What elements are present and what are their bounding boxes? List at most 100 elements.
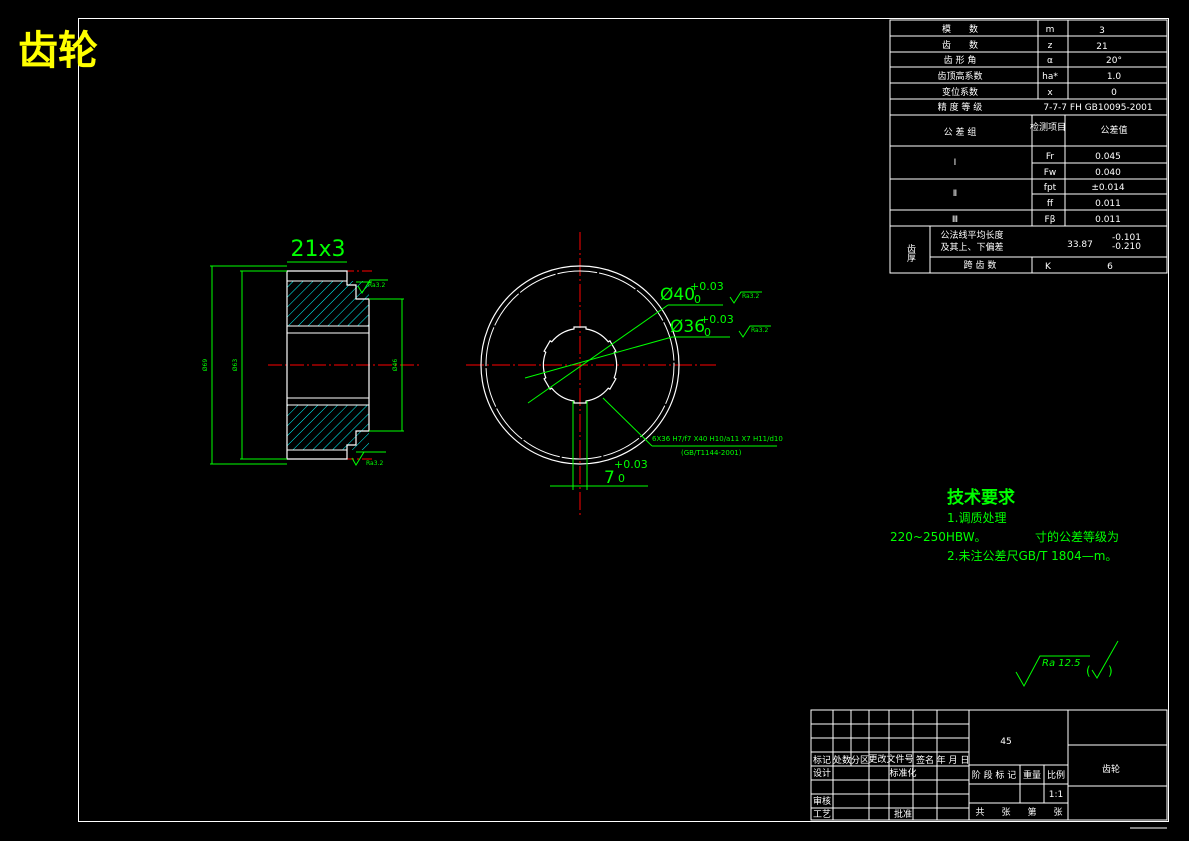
- span-value: 6: [1107, 262, 1113, 272]
- requirements-line: 寸的公差等级为: [1035, 530, 1120, 544]
- tol-value: 0.040: [1095, 168, 1121, 178]
- svg-text:比例: 比例: [1047, 769, 1065, 781]
- param-value: 7-7-7 FH GB10095-2001: [1043, 103, 1152, 113]
- root-circle: [485, 270, 675, 460]
- general-roughness: Ra 12.5 ( ): [1015, 640, 1119, 688]
- roughness-label: Ra3.2: [742, 293, 759, 300]
- dim-spline: Ø36: [670, 317, 705, 337]
- param-table-text: 模 数 m 3 齿 数 z 21 齿 形 角 α 20° 齿顶高系数 ha* 1…: [905, 23, 1153, 272]
- param-name: 模 数: [942, 23, 978, 35]
- svg-text:Ra 12.5: Ra 12.5: [1042, 658, 1081, 669]
- svg-text:Ra3.2: Ra3.2: [368, 282, 385, 289]
- tol-group-header: 公 差 组: [944, 126, 977, 138]
- gear-size-label: 21x3: [290, 237, 345, 262]
- tol-value: 0.045: [1095, 152, 1121, 162]
- requirements-title: 技术要求: [947, 488, 1015, 508]
- thickness-label: 齿厚: [905, 244, 916, 263]
- dim-bore-tol2: 0: [694, 293, 701, 306]
- thickness-lower: -0.210: [1112, 242, 1141, 252]
- tip-circle: [480, 265, 680, 465]
- thickness-upper: -0.101: [1112, 233, 1141, 243]
- tol-group: Ⅰ: [954, 158, 957, 168]
- tol-group: Ⅱ: [953, 189, 957, 199]
- svg-text:标准化: 标准化: [889, 767, 916, 779]
- svg-text:共: 共: [975, 807, 984, 818]
- tol-item: Fr: [1046, 152, 1055, 162]
- span-symbol: K: [1045, 262, 1052, 272]
- svg-text:标记: 标记: [813, 754, 831, 766]
- svg-text:1:1: 1:1: [1049, 790, 1063, 800]
- param-symbol: m: [1046, 25, 1055, 35]
- requirements-line: 1.调质处理: [947, 511, 1007, 525]
- param-value: 3: [1099, 26, 1105, 36]
- svg-text:处数: 处数: [833, 754, 851, 766]
- svg-text:张: 张: [1053, 807, 1062, 818]
- section-hatch-bottom: [287, 405, 369, 450]
- tol-item-header: 检测项目: [1030, 121, 1066, 133]
- tol-group: Ⅲ: [952, 215, 958, 225]
- svg-text:设计: 设计: [813, 767, 831, 779]
- param-table: [889, 19, 1168, 274]
- dim-key-tol2: 0: [618, 472, 625, 485]
- tol-value-header: 公差值: [1100, 124, 1127, 136]
- requirements-line: 220~250HBW。: [890, 530, 987, 544]
- param-symbol: α: [1047, 56, 1053, 66]
- svg-text:张: 张: [1001, 807, 1010, 818]
- dim-root-diameter: Ø63: [232, 359, 239, 372]
- svg-text:审核: 审核: [813, 795, 831, 807]
- drawing-title: 齿轮: [18, 28, 98, 74]
- drawing-border: [78, 18, 1169, 822]
- dim-bore: Ø40: [660, 285, 695, 305]
- dim-key: 7: [604, 468, 615, 488]
- dim-spline-tol2: 0: [704, 326, 711, 339]
- param-name: 齿 数: [942, 39, 978, 51]
- param-name: 变位系数: [942, 86, 978, 98]
- thickness-value: 33.87: [1067, 240, 1093, 250]
- dim-bore-tol: +0.03: [690, 280, 724, 293]
- tol-item: Fβ: [1045, 215, 1056, 225]
- title-block: [810, 709, 1168, 821]
- param-name: 齿 形 角: [944, 54, 977, 66]
- svg-text:重量: 重量: [1023, 769, 1041, 781]
- tol-value: 0.011: [1095, 199, 1121, 209]
- param-value: 0: [1111, 88, 1117, 98]
- part-name: 齿轮: [1102, 763, 1120, 775]
- param-symbol: x: [1047, 88, 1053, 98]
- svg-text:更改文件号: 更改文件号: [868, 753, 913, 765]
- roughness-symbol: Ra3.2: [357, 279, 388, 294]
- param-name: 精 度 等 级: [938, 101, 983, 113]
- tol-value: 0.011: [1095, 215, 1121, 225]
- svg-text:Ra3.2: Ra3.2: [366, 460, 383, 467]
- roughness-paren: (: [1086, 664, 1091, 678]
- tol-item: fpt: [1044, 183, 1057, 193]
- param-symbol: ha*: [1042, 72, 1058, 82]
- param-name: 齿顶高系数: [937, 70, 982, 82]
- spline-spec: 6X36 H7/f7 X40 H10/a11 X7 H11/d10: [652, 435, 783, 443]
- roughness-symbol: Ra3.2: [351, 451, 386, 467]
- thickness-desc: 公法线平均长度: [940, 229, 1003, 241]
- param-value: 20°: [1106, 56, 1122, 66]
- svg-text:签名: 签名: [916, 754, 934, 766]
- svg-text:批准: 批准: [894, 808, 912, 820]
- requirements-line: 2.未注公差尺GB/T 1804—m。: [947, 549, 1118, 563]
- title-block-text: 45 齿轮 标记 处数 分区 更改文件号 签名 年 月 日 设计 标准化 审核 …: [813, 737, 1120, 820]
- svg-text:分区: 分区: [851, 755, 869, 766]
- spline-standard: (GB/T1144-2001): [681, 449, 742, 457]
- tol-item: Fw: [1044, 168, 1057, 178]
- roughness-symbol: [729, 291, 762, 304]
- svg-text:第: 第: [1027, 806, 1036, 818]
- svg-text:年 月 日: 年 月 日: [937, 754, 970, 766]
- dim-key-tol: +0.03: [614, 458, 648, 471]
- roughness-symbol: [738, 325, 771, 338]
- gear-section-view: 21x3 Ra3.2 Ra3.2 Ø69 Ø63 Ø46: [202, 237, 420, 467]
- dim-tip-diameter: Ø69: [202, 359, 209, 372]
- param-value: 21: [1096, 42, 1107, 52]
- dim-spline-tol: +0.03: [700, 313, 734, 326]
- section-hatch-top: [287, 281, 369, 326]
- thickness-desc: 及其上、下偏差: [940, 241, 1003, 253]
- param-value: 1.0: [1107, 72, 1122, 82]
- spline-bore: [542, 326, 618, 404]
- param-symbol: z: [1048, 41, 1053, 51]
- dim-hub-diameter: Ø46: [392, 359, 399, 372]
- material: 45: [1000, 737, 1011, 747]
